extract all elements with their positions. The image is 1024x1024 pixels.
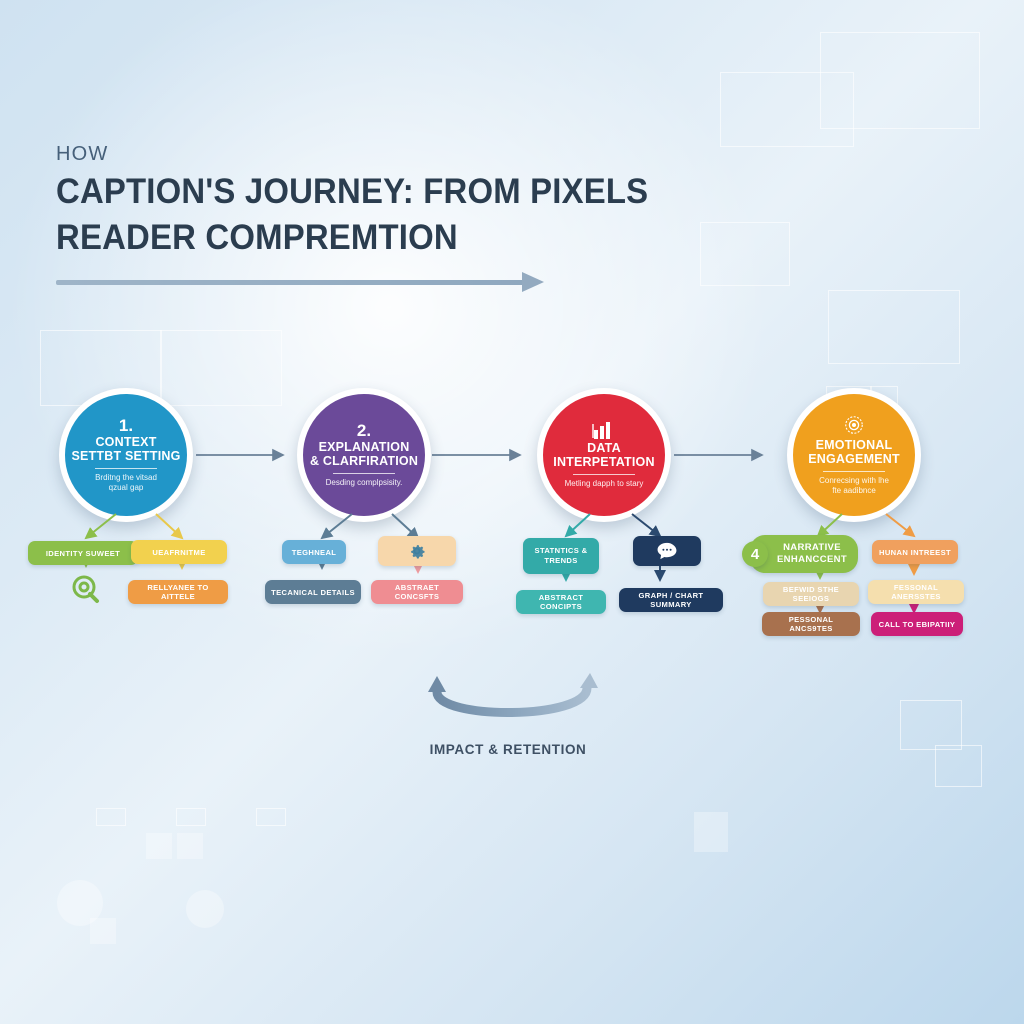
step-title-2b: & CLARFIRATION xyxy=(309,453,419,468)
step-title-4b: ENGAGEMENT xyxy=(808,451,900,466)
step-divider xyxy=(823,471,885,472)
impact-retention-label: IMPACT & RETENTION xyxy=(429,742,587,757)
step-title-4a: EMOTIONAL xyxy=(815,438,893,452)
pill-technical-details[interactable]: TECANICAL DETAILS xyxy=(265,580,361,604)
pill-personal-anecdotes-left[interactable]: PESSONAL ANCS9TES xyxy=(762,612,860,636)
step-subtitle-2a: Desding complpsisity. xyxy=(325,478,403,487)
pill-label: HUNAN INTREEST xyxy=(879,547,951,557)
step-subtitle-1b: qzual gap xyxy=(108,483,144,492)
pill-technical[interactable]: TEGHNEAL xyxy=(282,540,346,564)
step-circle-3[interactable]: DATA INTERPETATION Metling dapph to star… xyxy=(537,388,671,522)
pill-label: IDENTITY SUWEET xyxy=(45,548,121,558)
step-circle-1[interactable]: 1. CONTEXT SETTBT SETTING Brditng the vi… xyxy=(59,388,193,522)
pill-graph-chart-summary[interactable]: GRAPH / CHART SUMMARY xyxy=(619,588,723,612)
step-title-3b: INTERPETATION xyxy=(553,454,655,469)
step-subtitle-3a: Metling dapph to stary xyxy=(564,479,644,488)
bar-chart-icon xyxy=(592,421,616,439)
pill-label: TECANICAL DETAILS xyxy=(271,587,355,597)
impact-retention-loop-icon xyxy=(428,673,598,717)
kicker-text: HOW xyxy=(56,143,109,165)
pill-label: ABSTRAET CONCSFTS xyxy=(394,583,440,601)
pill-label: RELLYANEE TO AITTELE xyxy=(147,583,209,601)
pill-abstract-concepts-2[interactable]: ABSTRAET CONCSFTS xyxy=(371,580,463,604)
search-icon xyxy=(70,574,100,604)
step-title-2a: EXPLANATION xyxy=(318,440,410,454)
gear-icon xyxy=(411,545,425,559)
pill-statistics-trends[interactable]: STATNTICS & TRENDS xyxy=(523,538,599,574)
speech-bubble-panel[interactable] xyxy=(633,536,701,566)
step-title-1b: SETTBT SETTING xyxy=(71,448,181,463)
gear-icon-panel[interactable] xyxy=(378,536,456,566)
emblem-icon xyxy=(843,414,865,436)
page-header: HOW CAPTION'S JOURNEY: FROM PIXELS READE… xyxy=(56,143,716,258)
step-number-2: 2. xyxy=(356,421,372,440)
pill-human-interest[interactable]: HUNAN INTREEST xyxy=(872,540,958,564)
pill-label: STATNTICS & TRENDS xyxy=(534,546,588,565)
step-divider xyxy=(573,474,635,475)
step-number-1: 1. xyxy=(118,416,134,435)
step-circle-4[interactable]: EMOTIONAL ENGAGEMENT Conrecsing with lhe… xyxy=(787,388,921,522)
pill-label: GRAPH / CHART SUMMARY xyxy=(638,591,704,609)
pill-call-to-empathy[interactable]: CALL TO EBIPATIIY xyxy=(871,612,963,636)
step-subtitle-4b: fte aadibnce xyxy=(832,486,876,495)
pill-personal-anecdotes-right[interactable]: FESSONAL ANERSSTES xyxy=(868,580,964,604)
pill-identity-subject[interactable]: IDENTITY SUWEET xyxy=(28,541,138,565)
step-divider xyxy=(333,473,395,474)
step-subtitle-1a: Brditng the vitsad xyxy=(95,473,157,482)
pill-behind-the-scenes[interactable]: BEFWID STHE SEEIOGS xyxy=(763,582,859,606)
step-number-badge-4: 4 xyxy=(742,541,768,567)
speech-bubble-icon xyxy=(657,542,677,560)
pill-label: PESSONAL ANCS9TES xyxy=(788,615,834,633)
step-subtitle-4a: Conrecsing with lhe xyxy=(819,476,889,485)
pill-label: CALL TO EBIPATIIY xyxy=(878,619,956,629)
step-title-3a: DATA xyxy=(587,441,621,455)
step-title-1a: CONTEXT xyxy=(95,435,157,449)
pill-narrative-enhancement[interactable]: NARRATIVE ENHANCCENT xyxy=(750,535,858,573)
pill-relevance-to-article[interactable]: RELLYANEE TO AITTELE xyxy=(128,580,228,604)
pill-label: BEFWID STHE SEEIOGS xyxy=(782,585,840,603)
step3-branch-arrows xyxy=(560,513,666,582)
pill-label: UEAFRNITME xyxy=(152,547,206,557)
pill-label: ABSTRACT CONCIPTS xyxy=(538,593,584,611)
header-arrow-rule xyxy=(56,272,544,292)
pill-learning-time[interactable]: UEAFRNITME xyxy=(131,540,227,564)
pill-label: FESSONAL ANERSSTES xyxy=(891,583,941,601)
page-title-line2: READER COMPREMTION xyxy=(56,218,458,257)
pill-label: TEGHNEAL xyxy=(291,547,337,557)
pill-abstract-concepts-3[interactable]: ABSTRACT CONCIPTS xyxy=(516,590,606,614)
step-circle-2[interactable]: 2. EXPLANATION & CLARFIRATION Desding co… xyxy=(297,388,431,522)
step-divider xyxy=(95,468,157,469)
pill-label: NARRATIVE ENHANCCENT xyxy=(777,542,847,565)
page-title-line1: CAPTION'S JOURNEY: FROM PIXELS xyxy=(56,172,649,211)
